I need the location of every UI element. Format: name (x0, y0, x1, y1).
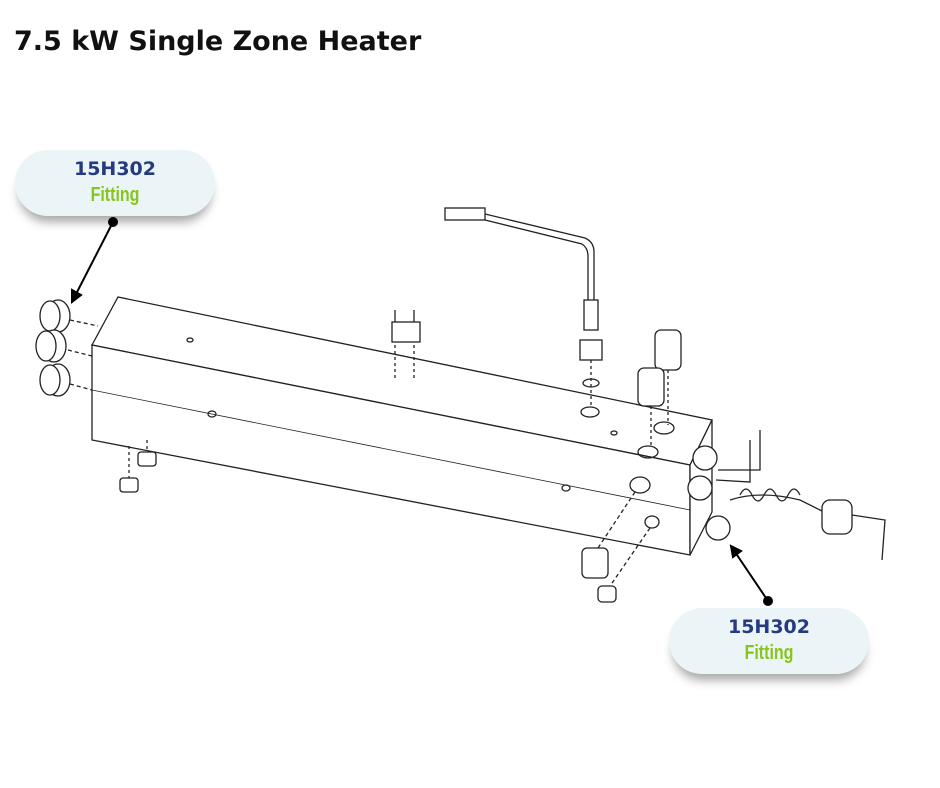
part-number: 15H302 (73, 158, 156, 180)
top-fittings (637, 329, 682, 448)
heating-element-terminals (687, 430, 886, 561)
part-name: Fitting (90, 184, 140, 206)
temperature-probe (444, 207, 603, 405)
part-name: Fitting (744, 642, 794, 664)
bottom-plugs (119, 440, 157, 493)
part-number: 15H302 (727, 616, 810, 638)
callout-right: 15H302 Fitting (669, 608, 869, 674)
callout-left: 15H302 Fitting (15, 150, 215, 216)
callout-arrow-left (71, 217, 118, 305)
page-title: 7.5 kW Single Zone Heater (14, 26, 422, 57)
thermostat-switch (391, 310, 421, 380)
side-fittings (581, 476, 660, 603)
callout-arrow-right (729, 544, 773, 606)
left-fittings (35, 299, 99, 397)
heater-block (91, 296, 713, 556)
